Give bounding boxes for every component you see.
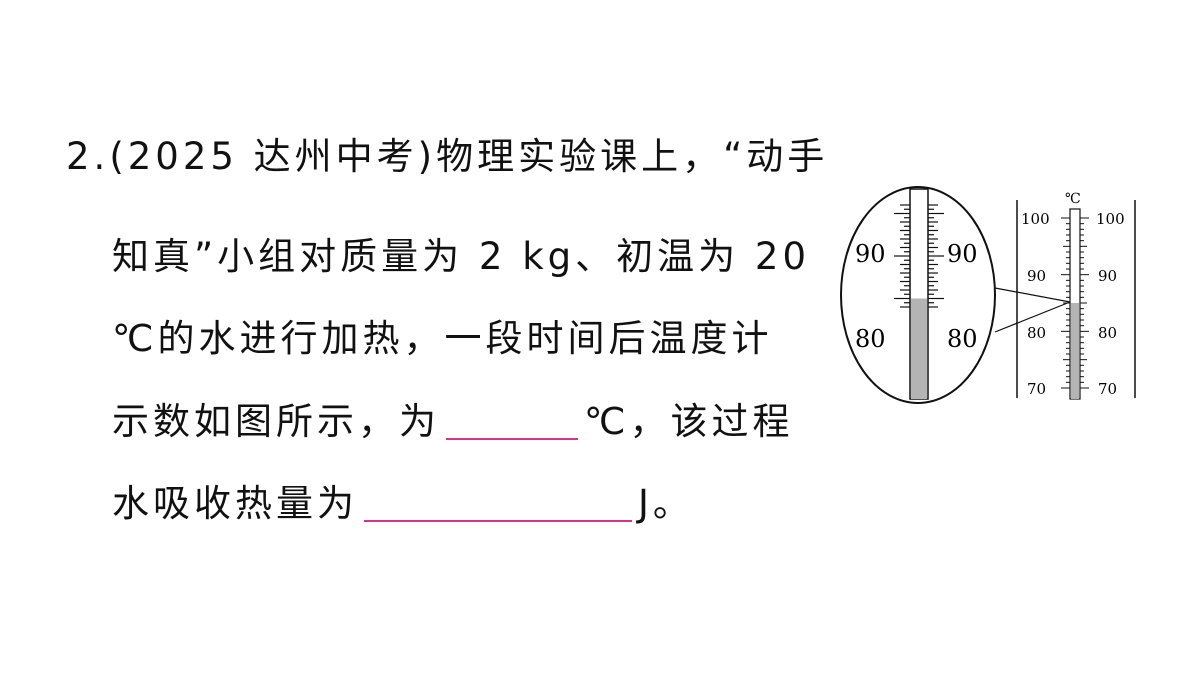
problem-line-3: ℃的水进行加热，一段时间后温度计	[112, 317, 773, 360]
scale-label-70-left: 70	[1027, 380, 1046, 398]
answer-blank-temperature[interactable]	[446, 402, 578, 440]
zoom-liquid-column	[911, 298, 927, 399]
problem-line-5-text: 水吸收热量为	[112, 482, 358, 525]
main-liquid-column	[1071, 303, 1079, 399]
problem-line-1: 2.(2025 达州中考)物理实验课上，“动手	[66, 138, 828, 175]
problem-number: 2.	[66, 135, 110, 178]
problem-line-5-tail: J。	[638, 482, 694, 525]
unit-label: ℃	[1065, 191, 1081, 207]
answer-blank-heat[interactable]	[364, 484, 632, 522]
problem-line-4: 示数如图所示，为 ℃，该过程	[112, 402, 794, 440]
problem-line-2: 知真”小组对质量为 2 kg、初温为 20	[112, 235, 810, 278]
thermometer-diagram: 90 90 80 80 ℃ 100 90 80 70 100 90 80 70	[840, 186, 1136, 404]
zoom-label-90-right: 90	[947, 240, 978, 268]
scale-label-80-right: 80	[1098, 324, 1117, 342]
scale-label-80-left: 80	[1027, 324, 1046, 342]
scale-label-70-right: 70	[1098, 380, 1117, 398]
scale-label-100-right: 100	[1096, 210, 1125, 228]
problem-line-4-text: 示数如图所示，为	[112, 400, 440, 443]
problem-line-4-tail: ℃，该过程	[584, 400, 794, 443]
scale-label-90-right: 90	[1098, 267, 1117, 285]
thermometer-figure: 90 90 80 80 ℃ 100 90 80 70 100 90 80 70	[835, 185, 1145, 405]
zoom-ticks	[894, 204, 944, 308]
scale-label-100-left: 100	[1021, 210, 1050, 228]
scale-label-90-left: 90	[1027, 267, 1046, 285]
zoom-label-90-left: 90	[855, 240, 886, 268]
connector-line-bottom	[994, 301, 1071, 333]
main-ticks	[1061, 217, 1089, 389]
problem-source: (2025 达州中考)	[109, 135, 437, 178]
zoom-ellipse	[840, 186, 996, 404]
zoom-label-80-right: 80	[947, 325, 978, 353]
problem-line-5: 水吸收热量为 J。	[112, 484, 694, 522]
zoom-label-80-left: 80	[855, 325, 886, 353]
problem-line-1-text: 物理实验课上，“动手	[436, 135, 829, 178]
connector-line-top	[994, 287, 1071, 303]
